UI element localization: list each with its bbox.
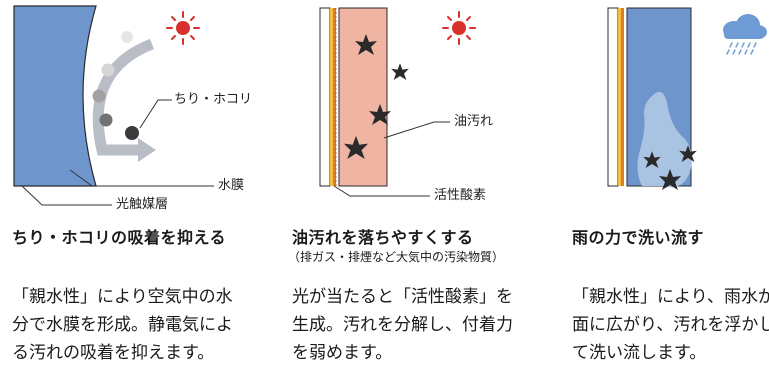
dust-illustration xyxy=(13,5,214,206)
sun-icon xyxy=(442,11,476,45)
callout-photocatalyst-layer: 光触媒層 xyxy=(116,197,169,212)
description-line: を弱めます。 xyxy=(292,343,393,363)
layer-yellow xyxy=(330,8,333,186)
layer-thin xyxy=(336,8,339,186)
callout-water-film: 水膜 xyxy=(218,178,245,193)
callout-line-waterfilm xyxy=(69,169,214,187)
description-line: 面に広がり、汚れを浮かし xyxy=(572,315,769,335)
callout-active-oxygen: 活性酸素 xyxy=(434,188,487,203)
oil-illustration xyxy=(319,7,476,197)
panel-title: 雨の力で洗い流す xyxy=(572,228,705,247)
dust-particle xyxy=(92,89,106,103)
description-line: 「親水性」により、雨水が xyxy=(572,287,769,307)
arrow-head xyxy=(138,138,156,162)
panel-title: 油汚れを落ちやすくする xyxy=(292,228,474,247)
sun-icon xyxy=(166,11,200,45)
oil-stain-layer xyxy=(338,7,388,187)
dust-particle xyxy=(125,126,139,140)
panel-rain: 雨の力で洗い流す 「親水性」により、雨水が 面に広がり、汚れを浮かし て洗い流し… xyxy=(568,0,769,367)
dust-particle xyxy=(121,31,133,43)
description-line: 分で水膜を形成。静電気によ xyxy=(12,315,233,335)
curved-arrow xyxy=(92,38,155,156)
callout-line-dust xyxy=(139,99,172,129)
panel-subtitle: （排ガス・排煙など大気中の汚染物質） xyxy=(288,250,505,264)
callout-line-oil xyxy=(383,121,450,139)
description-line: 「親水性」により空気中の水 xyxy=(12,287,233,307)
description-line: 生成。汚れを分解し、付着力 xyxy=(292,315,513,335)
callout-line-coating xyxy=(21,185,112,206)
description-line: 光が当たると「活性酸素」を xyxy=(292,287,513,307)
layer-orange xyxy=(333,8,336,186)
dust-particle xyxy=(99,113,113,127)
glass-edge xyxy=(319,7,331,187)
layer-orange xyxy=(621,8,624,186)
layer-yellow xyxy=(618,8,621,186)
description-line: る汚れの吸着を抑えます。 xyxy=(12,343,215,363)
callout-dust: ちり・ホコリ xyxy=(174,92,253,107)
pollutant-stars xyxy=(343,34,409,159)
panel-title: ちり・ホコリの吸着を抑える xyxy=(12,228,227,247)
panel-description: 「親水性」により、雨水が 面に広がり、汚れを浮かし て洗い流します。 xyxy=(572,283,769,367)
panel-description: 光が当たると「活性酸素」を 生成。汚れを分解し、付着力 を弱めます。 xyxy=(292,283,564,367)
panel-description: 「親水性」により空気中の水 分で水膜を形成。静電気によ る汚れの吸着を抑えます。 xyxy=(12,283,264,367)
description-line: て洗い流します。 xyxy=(572,343,707,363)
dust-particle xyxy=(101,63,115,77)
rain-cloud-icon xyxy=(723,14,767,55)
pollutant-stars xyxy=(643,145,697,190)
callout-oil-stain: 油汚れ xyxy=(454,114,494,129)
layer-thin xyxy=(624,8,627,186)
panel-dust: ちり・ホコリ 水膜 光触媒層 ちり・ホコリの吸着を抑える 「親水性」により空気中… xyxy=(0,0,262,367)
rain-illustration xyxy=(607,7,767,190)
callout-line-active-oxygen xyxy=(333,185,430,197)
glass-edge xyxy=(607,7,619,187)
panel-oil: 油汚れ 活性酸素 油汚れを落ちやすくする （排ガス・排煙など大気中の汚染物質） … xyxy=(288,0,564,367)
glass-pane xyxy=(13,5,97,187)
